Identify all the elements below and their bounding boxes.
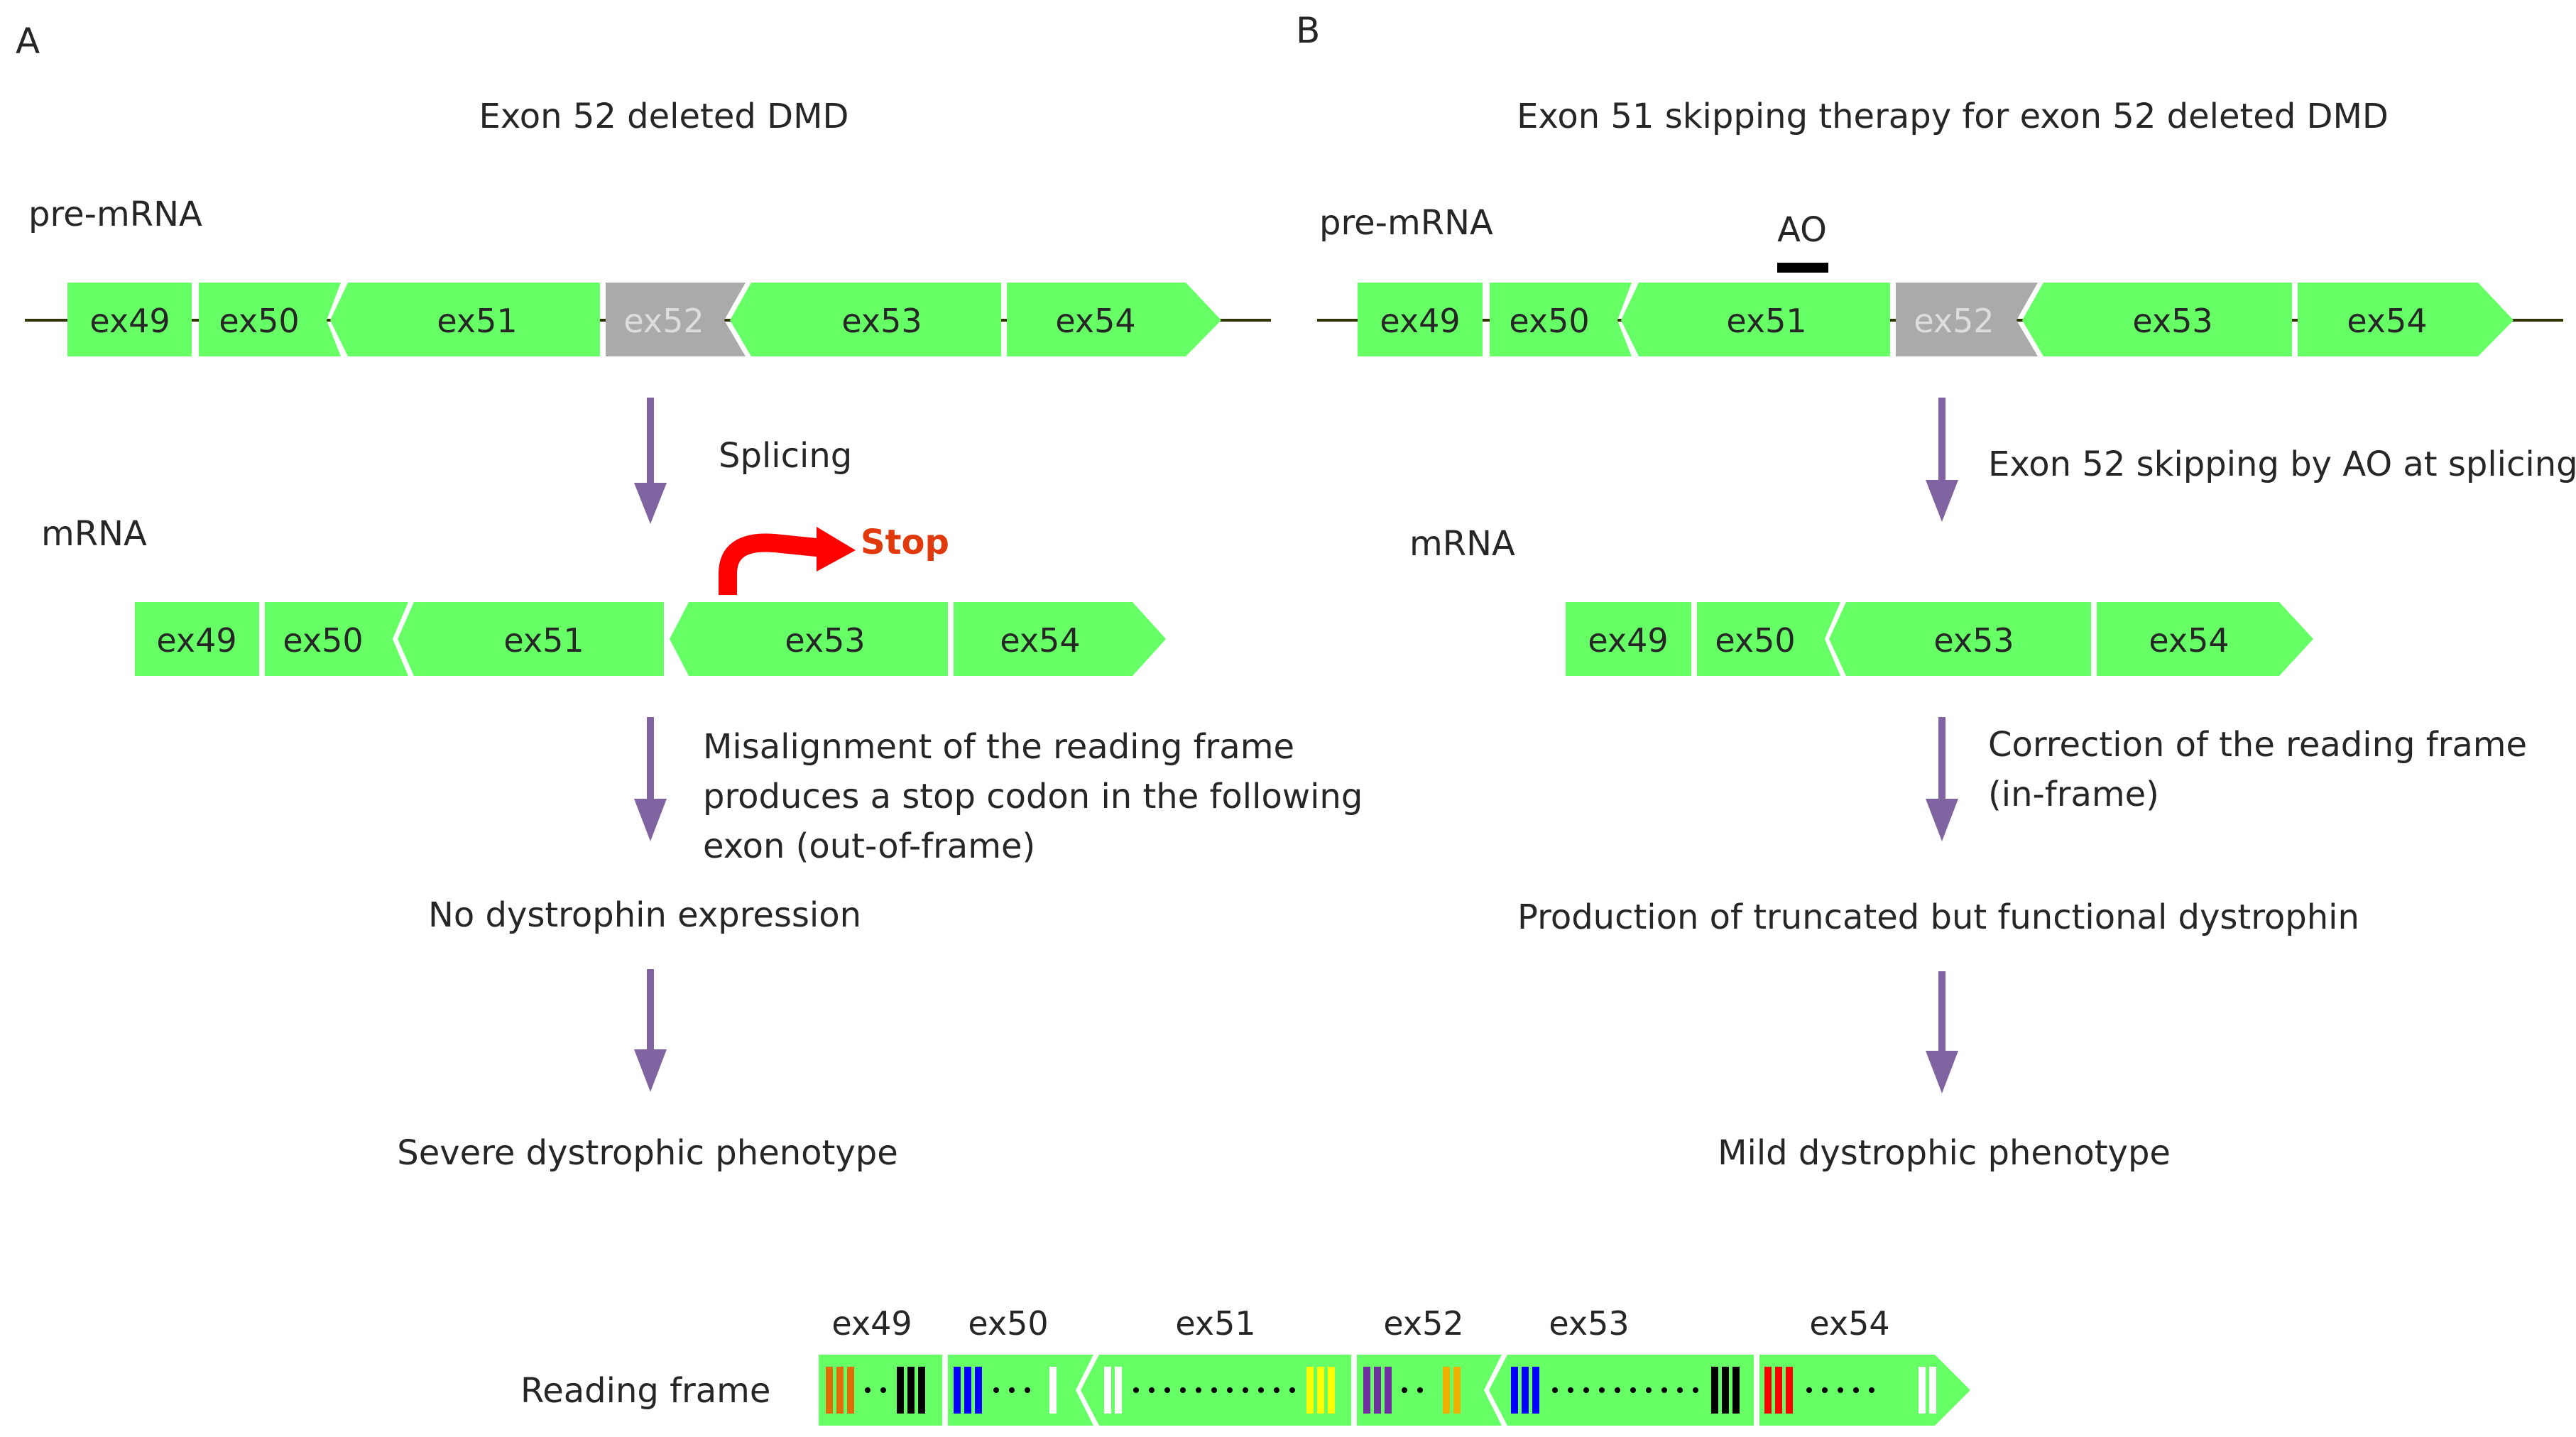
panel-b-premrna: ex49 ex50 ex51 ex52 ex53 ex54 [1358,283,2514,356]
panel-a-letter: A [16,21,40,62]
panel-b-mrna-ex53 [1829,602,2091,676]
rf-ex52-label: ex52 [1383,1304,1463,1343]
panel-b-mrna-ex54-label: ex54 [2149,621,2229,660]
panel-a-mrna-ex54 [954,602,1166,676]
panel-a: A Exon 52 deleted DMD pre-mRNA ex49 ex50… [16,21,1374,1173]
panel-a-step2: Misalignment of the reading frame produc… [703,727,1374,866]
rf-ex52 [1357,1355,1502,1426]
panel-a-mrna-ex49-label: ex49 [156,621,236,660]
panel-a-pre-ex54-label: ex54 [1055,302,1135,340]
panel-a-mrna-ex54-label: ex54 [1000,621,1080,660]
panel-b-mrna-ex53-label: ex53 [1933,621,2014,660]
panel-b-pre-ex50 [1490,283,1632,356]
panel-a-mrna-ex51 [398,602,664,676]
panel-a-mrna-ex53-label: ex53 [785,621,865,660]
panel-a-mrna: ex49 ex50 ex51 ex53 ex54 [135,602,1166,676]
panel-b-title: Exon 51 skipping therapy for exon 52 del… [1517,97,2389,136]
panel-a-mrna-ex50 [265,602,408,676]
panel-a-pre-ex50-label: ex50 [219,302,299,340]
panel-b-mrna-ex50 [1697,602,1840,676]
panel-a-pre-ex50 [199,283,341,356]
panel-b-step2-line2: (in-frame) [1988,775,2159,814]
panel-b-mrna-label: mRNA [1409,524,1515,564]
panel-a-arrow-phenotype [634,969,667,1092]
rf-ex54 [1759,1355,1970,1426]
panel-a-pre-ex49 [67,283,192,356]
panel-a-stop-label: Stop [861,523,949,562]
panel-a-title: Exon 52 deleted DMD [479,97,849,136]
panel-a-pre-ex51-label: ex51 [437,302,517,340]
panel-b-pre-ex50-label: ex50 [1509,302,1589,340]
panel-b-mrna-ex49 [1566,602,1691,676]
panel-b-result2: Mild dystrophic phenotype [1718,1133,2171,1173]
panel-a-arrow-misalignment [634,717,667,841]
reading-frame-label: Reading frame [520,1371,770,1411]
panel-b-pre-ex53-label: ex53 [2132,302,2212,340]
panel-b-arrow-skipping [1926,398,1958,522]
panel-b-step1: Exon 52 skipping by AO at splicing [1988,444,2576,484]
panel-b-pre-ex53 [2022,283,2292,356]
panel-b-ao-label: AO [1777,210,1827,250]
rf-ex51-label: ex51 [1175,1304,1255,1343]
panel-a-result1: No dystrophin expression [428,895,861,935]
panel-a-premrna: ex49 ex50 ex51 ex52 ex53 ex54 [67,283,1221,356]
panel-a-result2: Severe dystrophic phenotype [397,1133,897,1173]
panel-b-step2-line1: Correction of the reading frame [1988,725,2527,765]
panel-a-pre-ex51 [330,283,600,356]
rf-ex53 [1489,1355,1754,1426]
panel-a-pre-ex52-label: ex52 [623,302,704,340]
panel-b-pre-ex51-label: ex51 [1726,302,1806,340]
panel-b-arrow-correction [1926,717,1958,841]
panel-b-arrow-phenotype [1926,971,1958,1093]
panel-a-step1: Splicing [719,436,852,476]
panel-b-pre-ex51 [1621,283,1890,356]
rf-codons [826,1367,1936,1414]
panel-b-result1: Production of truncated but functional d… [1517,897,2359,937]
panel-b-step2: Correction of the reading frame (in-fram… [1988,725,2538,814]
panel-a-step2-line2: produces a stop codon in the following [703,777,1363,816]
panel-a-mrna-ex51-label: ex51 [503,621,584,660]
panel-b-pre-ex52-label: ex52 [1914,302,1994,340]
rf-ex50-label: ex50 [968,1304,1048,1343]
ao-bar [1777,263,1828,273]
stop-arrow-icon [719,527,856,595]
panel-b-mrna-ex54 [2097,602,2313,676]
panel-b-premrna-label: pre-mRNA [1319,203,1493,243]
panel-b-letter: B [1296,10,1320,51]
rf-ex53-label: ex53 [1549,1304,1629,1343]
panel-b-mrna: ex49 ex50 ex53 ex54 [1566,602,2313,676]
rf-ex49-label: ex49 [831,1304,912,1343]
panel-a-premrna-label: pre-mRNA [28,195,202,234]
panel-a-step2-line1: Misalignment of the reading frame [703,727,1294,767]
panel-a-mrna-ex49 [135,602,259,676]
panel-a-mrna-label: mRNA [41,514,147,554]
panel-b-pre-ex52-deleted [1896,283,2038,356]
panel-b: B Exon 51 skipping therapy for exon 52 d… [1296,10,2576,1173]
panel-b-pre-ex54 [2298,283,2514,356]
panel-a-pre-ex49-label: ex49 [89,302,170,340]
panel-a-pre-ex53-label: ex53 [841,302,922,340]
panel-b-mrna-ex49-label: ex49 [1588,621,1668,660]
panel-a-pre-ex53 [730,283,1001,356]
rf-ex50 [948,1355,1093,1426]
reading-frame-legend: Reading frame ex49 ex50 ex51 ex52 ex53 e… [520,1304,1970,1426]
panel-b-pre-ex54-label: ex54 [2347,302,2427,340]
panel-a-mrna-ex50-label: ex50 [283,621,363,660]
panel-a-step2-line3: exon (out-of-frame) [703,826,1035,866]
panel-b-pre-ex49 [1358,283,1483,356]
panel-b-pre-ex49-label: ex49 [1380,302,1460,340]
panel-a-arrow-splicing [634,398,667,524]
panel-a-mrna-ex53 [670,602,948,676]
panel-a-pre-ex54 [1007,283,1221,356]
panel-b-mrna-ex50-label: ex50 [1715,621,1795,660]
rf-ex54-label: ex54 [1809,1304,1889,1343]
panel-a-pre-ex52-deleted [606,283,746,356]
